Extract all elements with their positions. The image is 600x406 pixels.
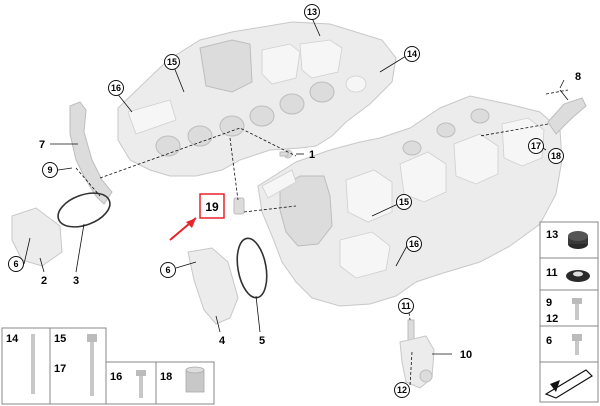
label-4: 4	[219, 335, 226, 347]
callout-17: 17	[528, 138, 544, 154]
callout-15b: 15	[396, 194, 412, 210]
svg-text:15: 15	[167, 57, 177, 67]
callout-13: 13	[304, 4, 320, 20]
callout-15a: 15	[164, 54, 180, 70]
callout-6a: 6	[8, 256, 24, 272]
part-8-bracket	[547, 97, 587, 135]
svg-text:12: 12	[397, 385, 407, 395]
callout-11: 11	[398, 298, 414, 314]
callout-16b: 16	[406, 236, 422, 252]
label-5: 5	[259, 335, 265, 347]
callout-12: 12	[394, 382, 410, 398]
part-3-gasket	[57, 192, 111, 228]
arrow-icon	[544, 369, 593, 399]
legend-11: 11	[546, 267, 558, 279]
legend-16: 16	[110, 371, 122, 383]
legend-18: 18	[160, 371, 172, 383]
legend-right: 13 11 9 12 6	[539, 221, 599, 403]
svg-text:13: 13	[307, 7, 317, 17]
callout-16a: 16	[108, 80, 124, 96]
dashed-leaders	[75, 89, 569, 387]
part-19-sleeve	[233, 197, 245, 215]
callout-14: 14	[404, 46, 420, 62]
label-10: 10	[460, 349, 472, 361]
callout-6b: 6	[160, 262, 176, 278]
cylinder-head-left	[117, 21, 397, 177]
label-7: 7	[39, 139, 45, 151]
label-1: 1	[309, 149, 315, 161]
legend-bottom: 14 15 17 16 18	[1, 327, 215, 405]
svg-text:15: 15	[399, 197, 409, 207]
svg-text:9: 9	[47, 165, 52, 175]
legend-9: 9	[546, 297, 552, 309]
svg-text:17: 17	[531, 141, 541, 151]
label-2: 2	[41, 275, 47, 287]
legend-6: 6	[546, 335, 552, 347]
legend-14: 14	[6, 333, 19, 345]
legend-15: 15	[54, 333, 66, 345]
part-5-gasket	[236, 237, 268, 299]
leader-lines	[23, 17, 569, 355]
part-7-bracket	[69, 101, 113, 205]
legend-12: 12	[546, 313, 558, 325]
svg-text:6: 6	[13, 259, 18, 269]
label-8: 8	[575, 71, 581, 83]
svg-text:18: 18	[551, 151, 561, 161]
callout-18: 18	[548, 148, 564, 164]
svg-text:11: 11	[401, 301, 411, 311]
svg-text:14: 14	[407, 49, 417, 59]
svg-text:6: 6	[165, 265, 170, 275]
callout-9a: 9	[42, 162, 58, 178]
highlight-item-19	[169, 193, 225, 241]
svg-text:16: 16	[111, 83, 121, 93]
legend-13: 13	[546, 229, 558, 241]
part-4-cover	[187, 247, 239, 325]
label-19: 19	[205, 200, 219, 214]
legend-17: 17	[54, 363, 66, 375]
label-3: 3	[73, 275, 79, 287]
part-10-sensor	[399, 319, 435, 389]
part-2-cover	[11, 207, 63, 267]
svg-text:16: 16	[409, 239, 419, 249]
